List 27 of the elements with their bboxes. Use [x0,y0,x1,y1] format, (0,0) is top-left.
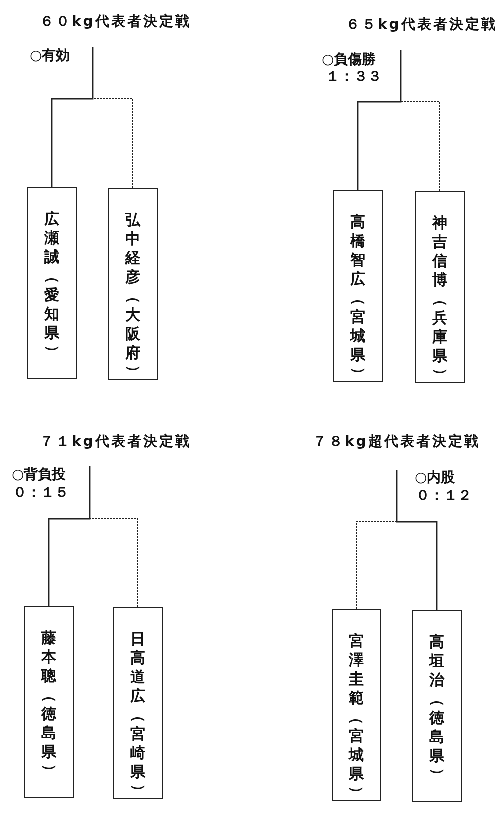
name-box: 宮澤圭範（宮城県） [332,609,381,801]
result-text: ○有効 [30,49,70,63]
bracket-line [92,98,134,188]
bracket-line [51,47,94,187]
score-text: ０：１２ [416,489,472,503]
name-box: 高垣治（徳島県） [412,610,462,802]
name-box: 弘中経彦（大阪府） [108,188,158,380]
heading: ６５kg代表者決定戦 [346,18,498,32]
bracket-line [356,522,398,610]
score-text: １：３３ [326,70,382,84]
name-box: 高橋智広（宮城県） [333,190,383,382]
score-text: ０：１５ [13,486,69,500]
heading: ７１kg代表者決定戦 [40,435,192,449]
bracket-line [90,518,138,608]
result-text: ○背負投 [12,468,66,482]
bracket-line [357,50,402,190]
name-box: 広瀬誠（愛知県） [27,187,77,379]
bracket-line [48,466,91,606]
bracket-line [396,470,438,610]
heading: ７８kg超代表者決定戦 [313,435,480,449]
name-box: 神吉信博（兵庫県） [415,191,465,383]
bracket-line [400,102,440,192]
name-box: 藤本聰（徳島県） [24,606,74,798]
name-box: 日高道広（宮崎県） [113,607,163,799]
heading: ６０kg代表者決定戦 [40,15,192,29]
result-text: ○負傷勝 [322,53,376,67]
result-text: ○内股 [415,471,456,485]
